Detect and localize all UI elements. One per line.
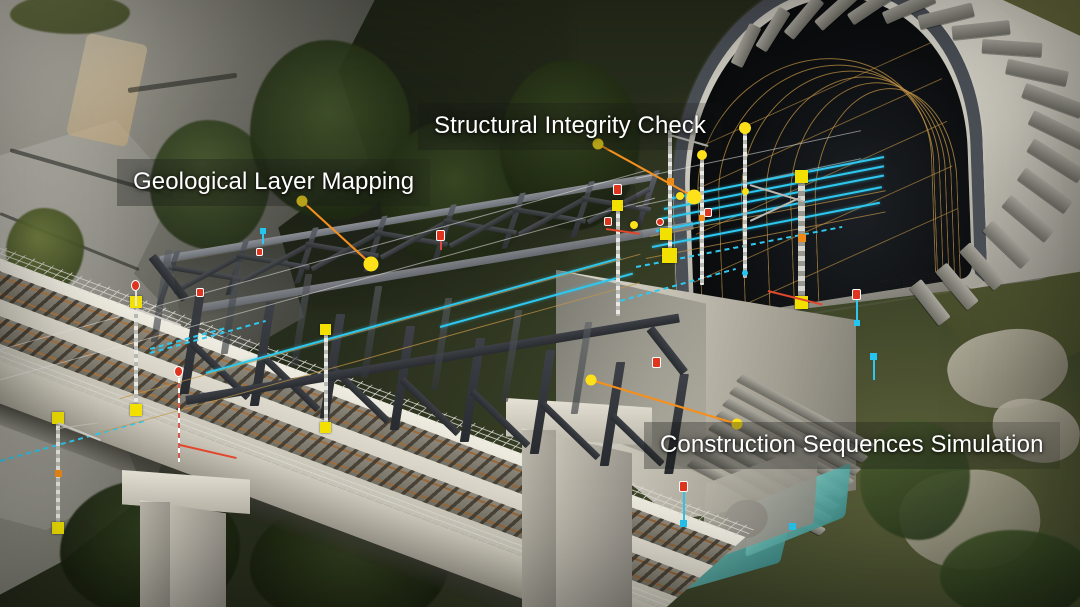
mast-shaft [668,130,672,260]
pier-right-shadow-side [522,430,556,607]
wall-step [935,262,979,311]
signal-post-shaft [178,378,180,462]
wall-step [909,278,951,327]
mast-node-base-cyan [742,270,748,276]
mast-node-base [52,522,64,534]
vegetation-cliff-top [10,0,130,34]
survey-marker [613,184,622,195]
mast-node-mid [55,470,62,477]
wall-step [982,220,1032,269]
mast-shaft [616,206,620,316]
mast-shaft [262,232,264,244]
survey-node [854,320,860,326]
pier-left-shadow-side [140,502,170,607]
survey-post [683,492,685,522]
mast-node-top [320,324,331,335]
mast-shaft [440,240,442,250]
vegetation-bottom-right [940,530,1080,607]
mast-node-mid [699,215,705,221]
signal-post [135,290,137,306]
wall-step [981,38,1043,58]
mast-node-top [697,150,707,160]
survey-marker-abutment [704,208,712,217]
survey-marker [679,481,688,492]
truss-post-far [360,286,383,378]
node-truss-right-2 [630,221,638,229]
survey-post [856,300,858,322]
survey-marker [256,248,263,256]
mast-node-top [795,170,808,183]
signal-marker [656,218,664,226]
mast-shaft [324,330,328,428]
survey-post [873,358,875,380]
mast-node-base [662,248,677,263]
node-deck-right [676,192,684,200]
wall-step [959,242,1005,291]
mast-node-mid [742,188,749,195]
mast-shaft [743,128,747,278]
survey-marker [436,230,445,241]
survey-node-ground-right [789,523,796,530]
survey-node [870,353,877,360]
survey-marker [852,289,861,300]
survey-marker-deck-right [604,217,612,226]
survey-marker-truss-right [652,357,661,368]
wall-step [1021,82,1080,119]
mast-node-mid [798,234,806,242]
wall-step [1005,58,1069,87]
signal-marker [174,366,183,377]
mast-shaft [134,302,138,410]
survey-marker-truss-left [196,288,204,297]
mast-node-cyan [260,228,266,234]
wall-step [951,20,1011,40]
wall-step [1001,194,1055,243]
truss-diagonal-near [469,388,531,449]
survey-node [680,520,687,527]
mast-node-top [52,412,64,424]
truss-diagonal-near [399,376,461,437]
mast-node-base [320,422,331,433]
vegetation-right-lower [860,420,970,540]
node-truss-right [660,228,672,240]
mast-node-base [130,404,142,416]
mast-node-top [612,200,623,211]
mast-node-mid [667,178,674,185]
mast-node-top [739,122,751,134]
